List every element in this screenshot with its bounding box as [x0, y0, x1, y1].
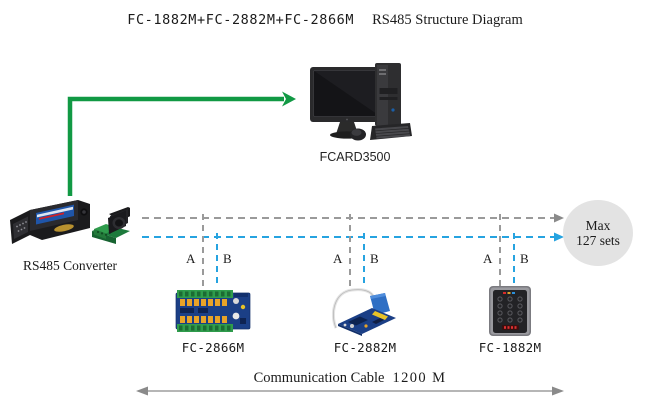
relay-board-icon [175, 290, 251, 332]
cable-length-text: Communication Cable [253, 370, 385, 386]
host-label: FCARD3500 [319, 150, 391, 164]
converter-label: RS485 Converter [22, 258, 118, 273]
cable-length-value: 1200 M [392, 370, 447, 386]
cable-length-annotation: Communication Cable 1200 M [130, 370, 570, 387]
bus-label-a-3: A [483, 251, 493, 266]
device-label-1: FC-2882M [333, 340, 397, 355]
bus-label-a-1: A [186, 251, 196, 266]
device-label-0: FC-2866M [181, 340, 245, 355]
bus-label-b-2: B [370, 251, 379, 266]
bus-label-a-2: A [333, 251, 343, 266]
keypad-access-reader-icon [489, 286, 531, 336]
capacity-line-2: 127 sets [576, 233, 620, 248]
title-description: RS485 Structure Diagram [372, 12, 523, 28]
desktop-computer-icon [310, 63, 412, 141]
bus-label-b-3: B [520, 251, 529, 266]
converter-to-host-link-icon [67, 91, 296, 196]
capacity-badge: Max 127 sets [563, 200, 633, 266]
title-model-string: FC-1882M+FC-2882M+FC-2866M [127, 12, 355, 28]
device-label-2: FC-1882M [478, 340, 542, 355]
diagram-title: FC-1882M+FC-2882M+FC-2866M RS485 Structur… [0, 11, 650, 29]
rfid-reader-module-icon [331, 288, 396, 336]
bus-label-b-1: B [223, 251, 232, 266]
rs485-converter-icon [10, 200, 130, 244]
capacity-line-1: Max [585, 217, 611, 233]
